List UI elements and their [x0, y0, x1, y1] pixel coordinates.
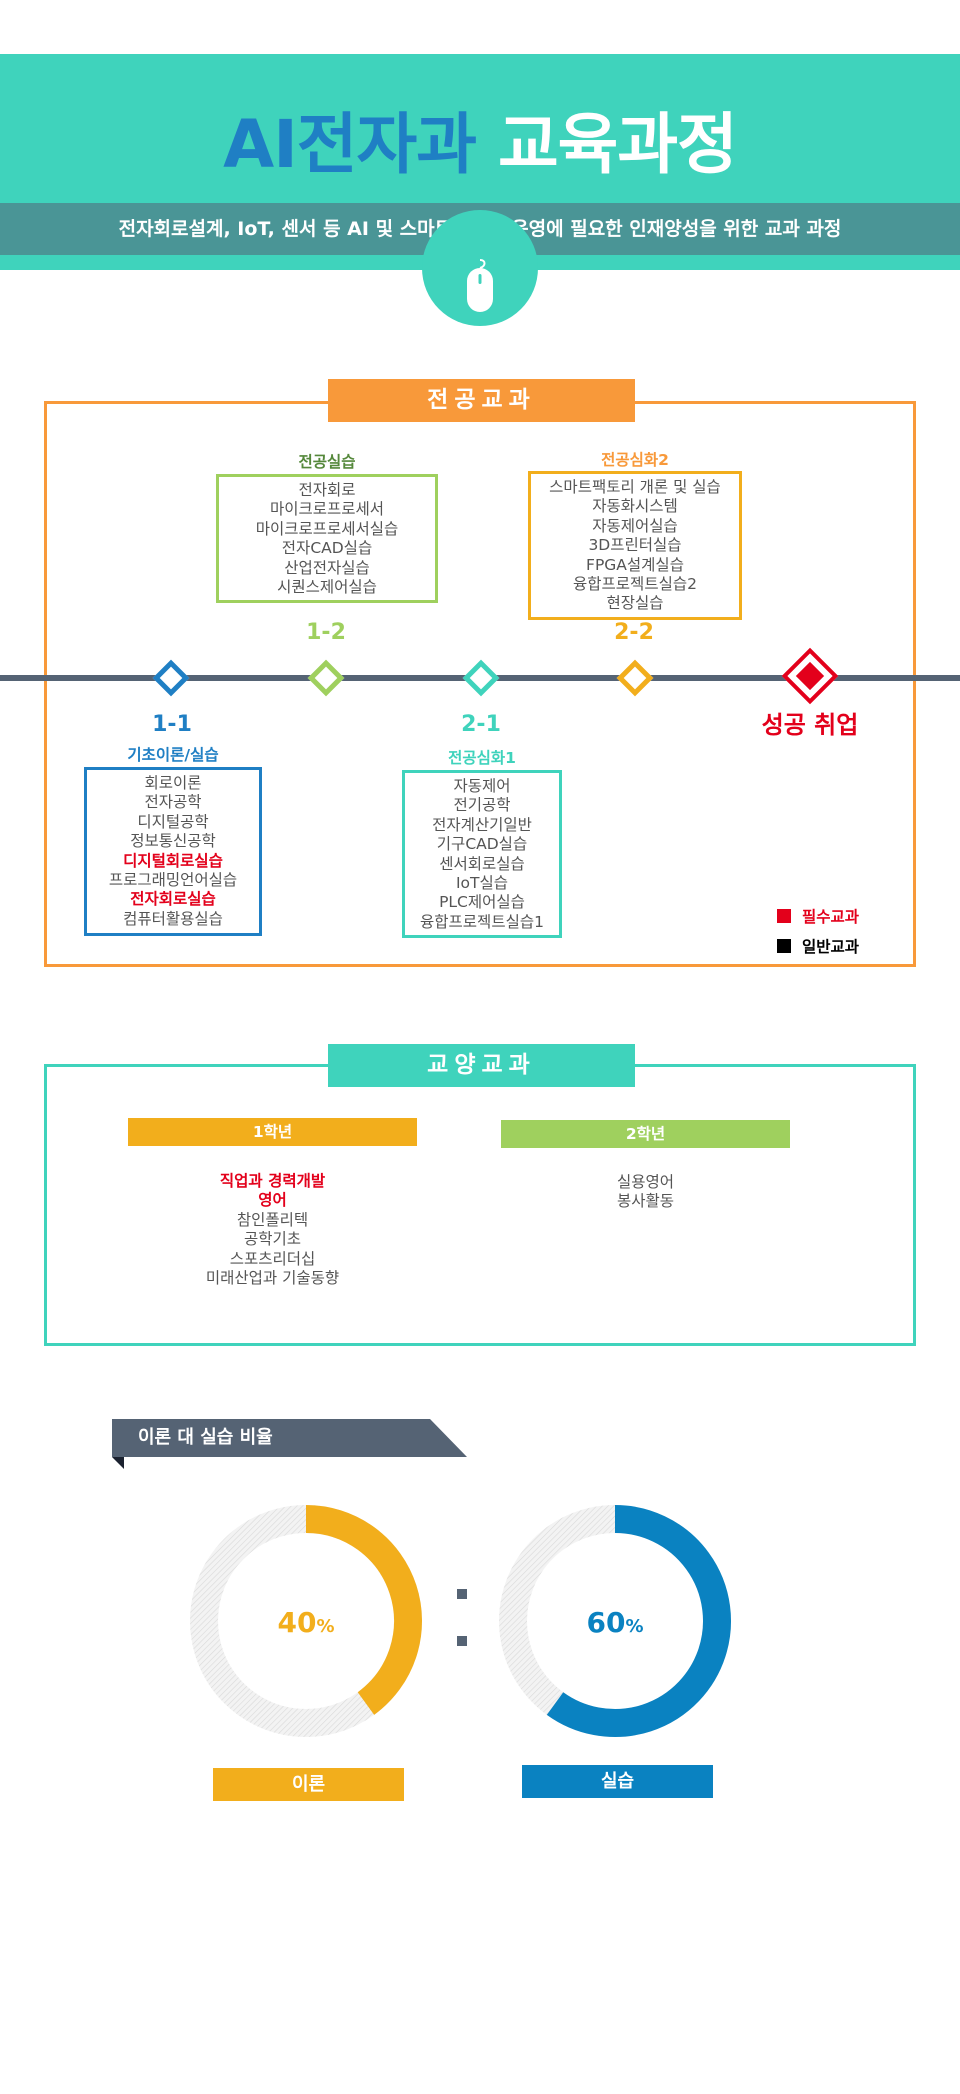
ratio-donuts	[190, 1505, 731, 1737]
semester-label-2-1: 2-1	[461, 712, 501, 737]
goal-label: 성공 취업	[761, 711, 859, 739]
course-item: 전자계산기일반	[432, 815, 532, 834]
year-1-bar: 1학년	[128, 1118, 417, 1146]
group-title-2-2: 전공심화2	[601, 451, 669, 469]
course-item: 디지털회로실습	[123, 851, 223, 870]
course-item: 봉사활동	[616, 1192, 675, 1211]
course-item: 회로이론	[144, 774, 202, 792]
theory-percent: 40%	[277, 1606, 335, 1639]
course-item: 전기공학	[453, 796, 511, 815]
practice-label: 실습	[522, 1765, 713, 1798]
colon-dot-top	[457, 1589, 467, 1599]
course-item: 전자공학	[144, 793, 202, 812]
practice-percent: 60%	[586, 1606, 644, 1639]
year-2-bar: 2학년	[501, 1120, 790, 1148]
course-item: 정보통신공학	[130, 832, 216, 851]
course-item: 현장실습	[606, 594, 664, 613]
computer-mouse-icon	[467, 259, 493, 312]
group-title-1-2: 전공실습	[298, 453, 356, 471]
course-item: 마이크로프로세서실습	[255, 519, 399, 538]
practice-donut-arc	[546, 1505, 731, 1737]
course-item: 영어	[258, 1191, 287, 1210]
course-item: 3D프린터실습	[588, 536, 682, 555]
theory-donut-arc	[305, 1505, 422, 1715]
course-item: 전자회로실습	[130, 890, 216, 909]
course-item: 미래산업과 기술동향	[205, 1269, 340, 1288]
course-item: 기구CAD실습	[436, 835, 528, 854]
course-item: 디지털공학	[137, 812, 209, 831]
legend-general-swatch	[777, 939, 791, 953]
course-item: 스포츠리더십	[229, 1249, 316, 1268]
course-item: 참인폴리텍	[236, 1210, 309, 1229]
course-item: 자동화시스템	[592, 497, 678, 516]
liberal-courses-title: 교양교과	[328, 1044, 635, 1087]
semester-label-1-2: 1-2	[306, 620, 346, 645]
course-item: 컴퓨터활용실습	[123, 909, 223, 928]
course-item: 자동제어실습	[592, 516, 678, 535]
legend-general-label: 일반교과	[802, 938, 860, 956]
legend-required-swatch	[777, 909, 791, 923]
course-item: 전자회로	[298, 481, 356, 499]
major-courses-title: 전공교과	[328, 379, 635, 422]
title-part-1: AI전자과	[223, 106, 477, 183]
course-item: 스마트팩토리 개론 및 실습	[549, 478, 721, 496]
semester-label-2-2: 2-2	[614, 620, 654, 645]
course-item: 산업전자실습	[284, 558, 370, 577]
page-title: AI전자과 교육과정	[0, 100, 960, 190]
course-item: 융합프로젝트실습1	[420, 912, 544, 931]
semester-label-1-1: 1-1	[152, 712, 192, 737]
course-item: 프로그래밍언어실습	[108, 871, 238, 890]
course-item: 공학기초	[243, 1230, 302, 1249]
ratio-title-banner	[112, 1419, 467, 1469]
group-title-1-1: 기초이론/실습	[127, 746, 219, 764]
course-item: 실용영어	[616, 1173, 675, 1191]
course-item: IoT실습	[455, 874, 509, 893]
course-item: 직업과 경력개발	[219, 1172, 326, 1190]
course-item: 전자CAD실습	[281, 539, 373, 558]
course-item: 자동제어	[453, 777, 511, 795]
legend-required-label: 필수교과	[802, 908, 860, 926]
course-item: FPGA설계실습	[586, 555, 684, 574]
title-part-2: 교육과정	[497, 106, 738, 183]
ratio-title: 이론 대 실습 비율	[138, 1427, 273, 1448]
course-item: 융합프로젝트실습2	[573, 575, 697, 594]
theory-label: 이론	[213, 1768, 404, 1801]
course-item: PLC제어실습	[439, 893, 525, 912]
course-item: 센서회로실습	[439, 854, 525, 873]
course-item: 마이크로프로세서	[269, 500, 385, 519]
colon-dot-bottom	[457, 1636, 467, 1646]
course-item: 시퀀스제어실습	[277, 578, 377, 597]
group-title-2-1: 전공심화1	[448, 749, 516, 767]
